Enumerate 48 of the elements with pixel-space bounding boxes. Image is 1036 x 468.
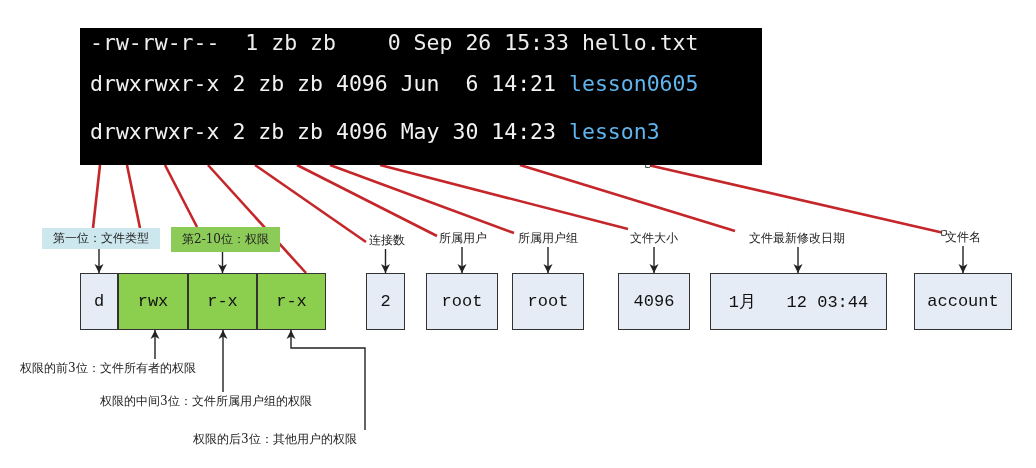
value-box: r-x [257, 273, 326, 330]
file-name: lesson3 [569, 119, 660, 145]
arrow [958, 245, 968, 274]
arrow [218, 251, 227, 274]
value-box: d [80, 273, 118, 330]
arrow [150, 329, 160, 360]
label-tag: 第2-10位：权限 [171, 227, 280, 252]
label-tag: 第一位：文件类型 [42, 228, 160, 249]
leader-line [91, 164, 102, 229]
leader-line [379, 163, 629, 231]
value-box: account [914, 273, 1012, 330]
listing-line: drwxrwxr-x 2 zb zb 4096 Jun 6 14:21 [90, 71, 556, 97]
arrow [457, 246, 467, 274]
field-label: 文件大小 [626, 229, 682, 247]
value-box: r-x [188, 273, 257, 330]
field-label: 所属用户 [437, 229, 489, 247]
leader-line [296, 163, 438, 238]
listing-line: drwxrwxr-x 2 zb zb 4096 May 30 14:23 [90, 119, 556, 145]
leader-line [254, 163, 367, 244]
arrow [793, 246, 803, 274]
value-box: root [426, 273, 498, 330]
field-label: 权限的后3位：其他用户的权限 [193, 430, 377, 448]
leader-line [125, 164, 142, 229]
field-label: 连接数 [366, 231, 408, 249]
field-label: 权限的中间3位：文件所属用户组的权限 [100, 392, 338, 410]
arrow [94, 248, 104, 274]
arrow [218, 329, 228, 393]
value-box: root [512, 273, 584, 330]
value-box: 4096 [618, 273, 690, 330]
file-name: hello.txt [582, 30, 699, 56]
value-box: rwx [118, 273, 188, 330]
leader-line [519, 163, 736, 233]
file-name: lesson0605 [569, 71, 699, 97]
value-box: 1月 12 03:44 [710, 273, 887, 330]
arrow [649, 246, 659, 274]
terminal-window [80, 28, 762, 165]
leader-line [163, 164, 199, 228]
field-label: 权限的前3位：文件所有者的权限 [20, 359, 214, 377]
leader-line [329, 163, 515, 235]
arrow [381, 248, 390, 274]
arrow [543, 246, 553, 274]
field-label: 文件最新修改日期 [735, 229, 859, 247]
field-label: 文件名 [944, 228, 982, 246]
arrow [286, 329, 366, 431]
leader-line [207, 164, 307, 274]
field-label: 所属用户组 [514, 229, 582, 247]
value-box: 2 [366, 273, 405, 330]
listing-line: -rw-rw-r-- 1 zb zb 0 Sep 26 15:33 [90, 30, 569, 56]
